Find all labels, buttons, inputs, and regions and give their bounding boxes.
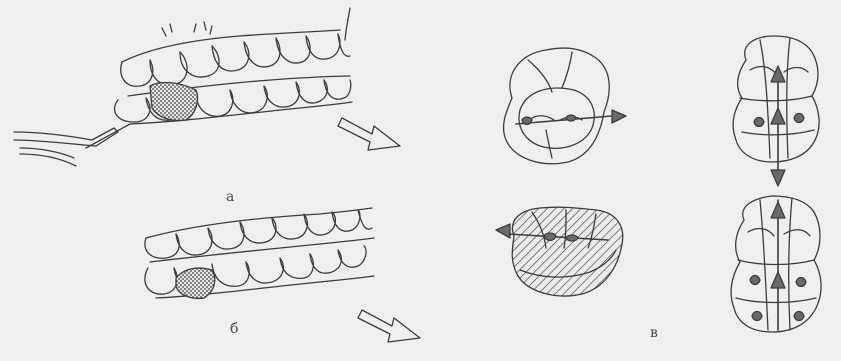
- arch-a: [14, 8, 352, 166]
- arch-b: [145, 208, 374, 298]
- tooth-top-left: [504, 48, 610, 164]
- arrow-b: [358, 310, 420, 342]
- arrow-a: [338, 118, 400, 150]
- tooth-top-right: [733, 36, 819, 162]
- tooth-bottom-left-arrowhead: [496, 224, 510, 238]
- label-panel-b: б: [230, 322, 238, 336]
- tooth-top-left-arrowhead: [612, 110, 626, 123]
- label-panel-v: в: [650, 326, 658, 340]
- tooth-bottom-left: [512, 207, 623, 296]
- label-panel-a: а: [226, 190, 234, 204]
